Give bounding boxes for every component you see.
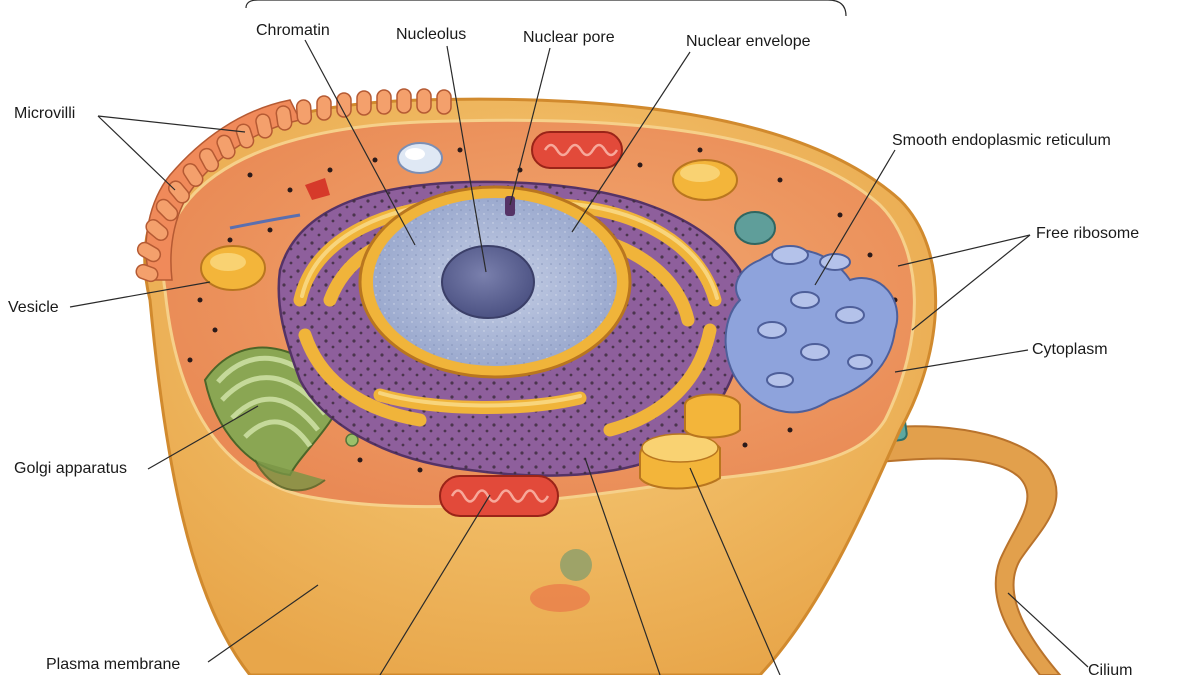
nucleus-bracket [245, 0, 847, 17]
label-vesicle: Vesicle [8, 299, 59, 316]
label-free-ribosome: Free ribosome [1036, 225, 1140, 242]
small-organelles [229, 142, 776, 612]
vesicle-shape [200, 245, 266, 291]
leader-lines [69, 39, 1089, 675]
label-cilium: Cilium [1088, 662, 1133, 679]
mitochondria-shapes [439, 131, 623, 517]
label-smooth-er: Smooth endoplasmic reticulum [892, 132, 1111, 149]
nucleus-complex [277, 180, 748, 477]
label-microvilli: Microvilli [14, 105, 76, 122]
label-golgi: Golgi apparatus [14, 460, 127, 477]
label-chromatin: Chromatin [256, 22, 330, 39]
label-plasma-membrane: Plasma membrane [46, 656, 181, 673]
label-cytoplasm: Cytoplasm [1032, 341, 1108, 358]
yellow-organelles [639, 159, 741, 490]
label-nuclear-pore: Nuclear pore [523, 29, 615, 46]
label-nucleolus: Nucleolus [396, 26, 467, 43]
smooth-er-shape [724, 245, 899, 414]
label-nuclear-envelope: Nuclear envelope [686, 33, 811, 50]
microvilli-shape [135, 88, 452, 283]
